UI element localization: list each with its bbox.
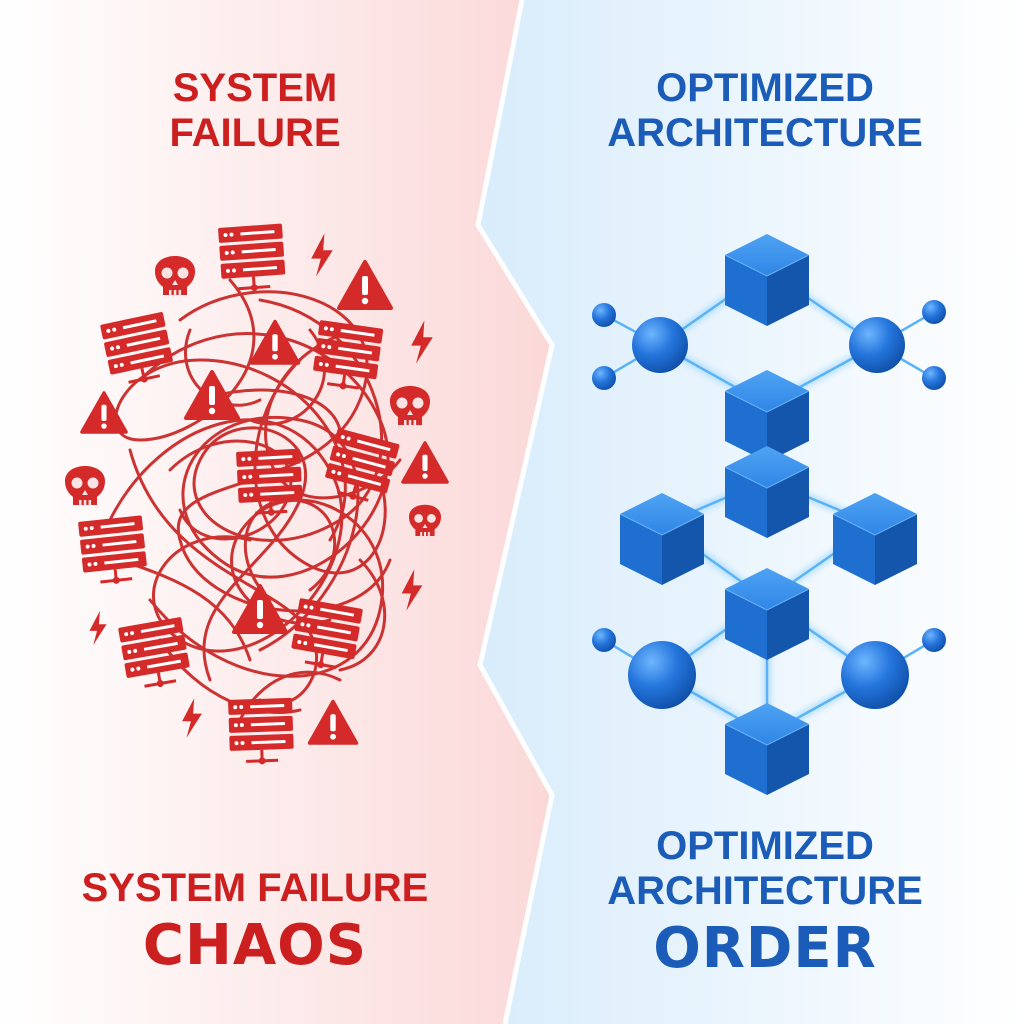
right-title-line1: OPTIMIZED — [656, 66, 874, 110]
left-title: SYSTEM FAILURE — [60, 66, 450, 156]
left-title-line1: SYSTEM — [172, 66, 338, 110]
sphere-node-icon — [592, 300, 946, 709]
right-caption: OPTIMIZED ARCHITECTURE ORDER — [560, 824, 970, 980]
right-caption-line1: OPTIMIZED — [656, 824, 874, 868]
zigzag-divider — [475, 0, 555, 1024]
left-caption: SYSTEM FAILURE CHAOS — [40, 866, 470, 978]
left-caption-text: SYSTEM FAILURE — [81, 866, 429, 910]
left-keyword: CHAOS — [142, 912, 368, 978]
right-caption-line2: ARCHITECTURE — [607, 868, 923, 913]
right-keyword: ORDER — [653, 915, 877, 981]
right-title: OPTIMIZED ARCHITECTURE — [560, 66, 970, 156]
right-title-line2: ARCHITECTURE — [607, 110, 923, 155]
left-title-line2: FAILURE — [169, 110, 341, 155]
